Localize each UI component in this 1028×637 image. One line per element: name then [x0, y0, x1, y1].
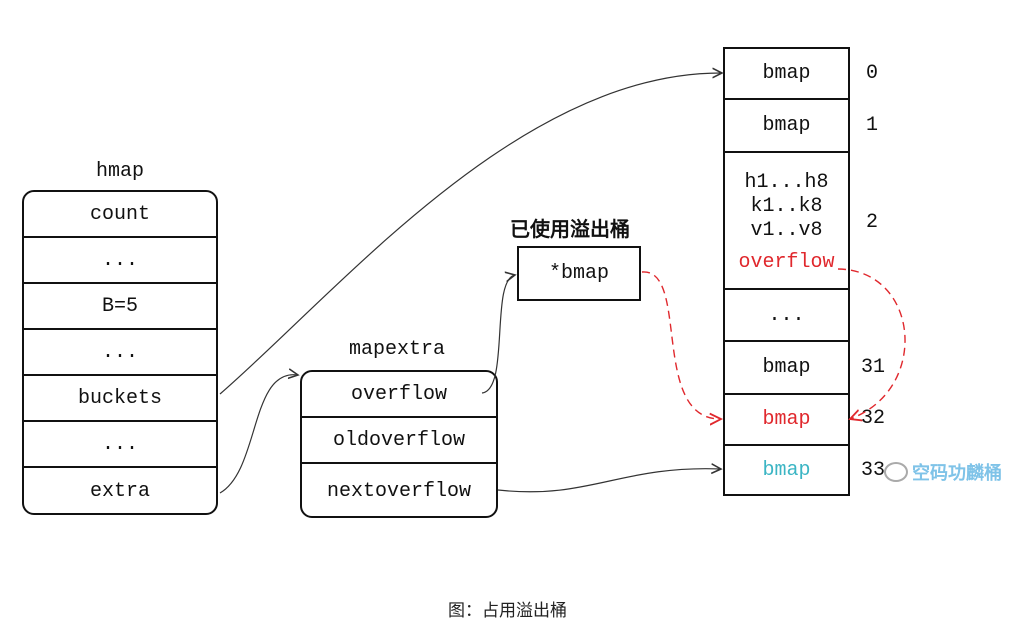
bucket-1: bmap	[723, 98, 850, 153]
watermark: 空码功麟桶	[884, 459, 1002, 485]
arrow-used-bucket-to-bucket32	[641, 271, 721, 419]
mapextra-field-overflow: overflow	[302, 372, 496, 418]
mapextra-struct: overflow oldoverflow nextoverflow	[300, 370, 498, 518]
bucket-2-tophash: h1...h8	[744, 171, 829, 194]
arrow-overflow-to-used-bucket	[481, 275, 515, 394]
hmap-field-ellipsis-3: ...	[24, 422, 216, 468]
bucket-index-32: 32	[861, 407, 886, 430]
arrow-nextoverflow-to-bucket33	[497, 469, 721, 493]
wechat-icon	[884, 462, 908, 482]
bucket-2-values: v1..v8	[750, 219, 823, 242]
arrow-bucket2-overflow-to-bucket32	[837, 268, 906, 419]
bucket-index-2: 2	[866, 211, 879, 234]
hmap-field-extra: extra	[89, 480, 150, 503]
bucket-index-31: 31	[861, 356, 886, 379]
bucket-index-0: 0	[866, 62, 879, 85]
hmap-title: hmap	[95, 160, 144, 183]
bucket-31: bmap	[723, 340, 850, 395]
hmap-field-ellipsis-1: ...	[24, 238, 216, 284]
arrow-extra-to-mapextra	[219, 375, 298, 494]
hmap-field-count: count	[24, 192, 216, 238]
used-overflow-pointer-box: *bmap	[517, 246, 641, 301]
bucket-2-keys: k1..k8	[750, 195, 823, 218]
arrow-buckets-to-bucket0	[219, 73, 722, 395]
figure-caption: 图：占用溢出桶	[448, 601, 567, 621]
bucket-index-1: 1	[866, 114, 879, 137]
bucket-index-33: 33	[861, 459, 886, 482]
watermark-text: 空码功麟桶	[912, 463, 1002, 484]
hmap-field-ellipsis-2: ...	[24, 330, 216, 376]
bucket-ellipsis: ...	[723, 288, 850, 342]
mapextra-field-oldoverflow: oldoverflow	[302, 418, 496, 464]
hmap-field-buckets: buckets	[24, 376, 216, 422]
hmap-field-b: B=5	[24, 284, 216, 330]
mapextra-field-nextoverflow: nextoverflow	[326, 479, 472, 503]
bucket-33: bmap	[723, 444, 850, 496]
used-overflow-heading: 已使用溢出桶	[510, 217, 630, 241]
mapextra-title: mapextra	[348, 338, 445, 361]
bucket-0: bmap	[723, 47, 850, 100]
bucket-2-overflow: overflow	[738, 251, 835, 274]
hmap-struct: count ... B=5 ... buckets ... extra	[22, 190, 218, 515]
